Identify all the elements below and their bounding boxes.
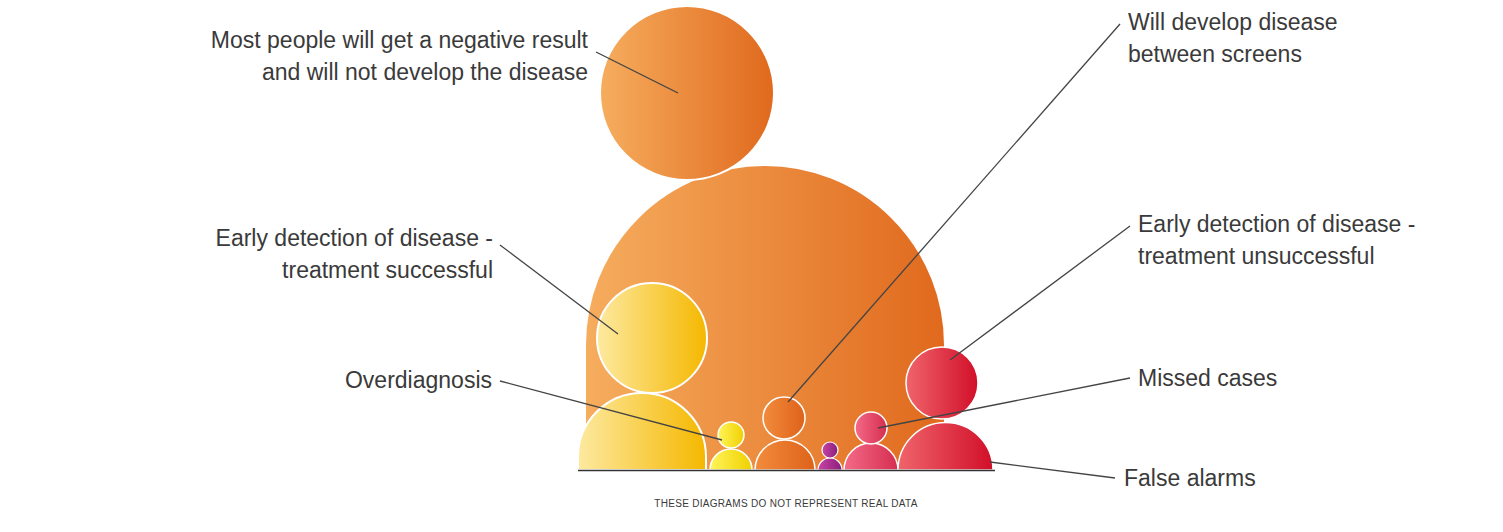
figure-body	[710, 449, 752, 470]
callout-label: Most people will get a negative result a…	[188, 24, 588, 88]
leader-line	[500, 381, 722, 440]
figure-body	[898, 423, 993, 470]
leader-line	[500, 245, 618, 334]
figure-head	[718, 422, 744, 448]
ground-line	[578, 470, 995, 472]
figure-body	[844, 443, 898, 470]
figure-head	[597, 283, 707, 393]
leader-line	[990, 462, 1115, 478]
leader-line	[950, 226, 1130, 360]
figure-body	[755, 440, 815, 470]
callout-label: Will develop disease between screens	[1128, 6, 1363, 70]
figure-body	[578, 393, 706, 470]
callout-label: Missed cases	[1138, 362, 1388, 394]
figure-head	[763, 397, 805, 439]
figure-body	[818, 458, 842, 470]
figure-head	[600, 6, 774, 180]
leader-line	[788, 24, 1120, 402]
figure-head	[906, 347, 978, 419]
callout-label: Early detection of disease - treatment u…	[1138, 208, 1438, 272]
figure-head	[855, 412, 887, 444]
callout-label: Early detection of disease - treatment s…	[193, 222, 493, 286]
figure-head	[822, 442, 838, 458]
callout-label: Overdiagnosis	[292, 364, 492, 396]
leader-line	[878, 378, 1130, 428]
callout-label: False alarms	[1124, 462, 1374, 494]
disclaimer-caption: THESE DIAGRAMS DO NOT REPRESENT REAL DAT…	[586, 497, 986, 511]
leader-line	[596, 52, 678, 93]
